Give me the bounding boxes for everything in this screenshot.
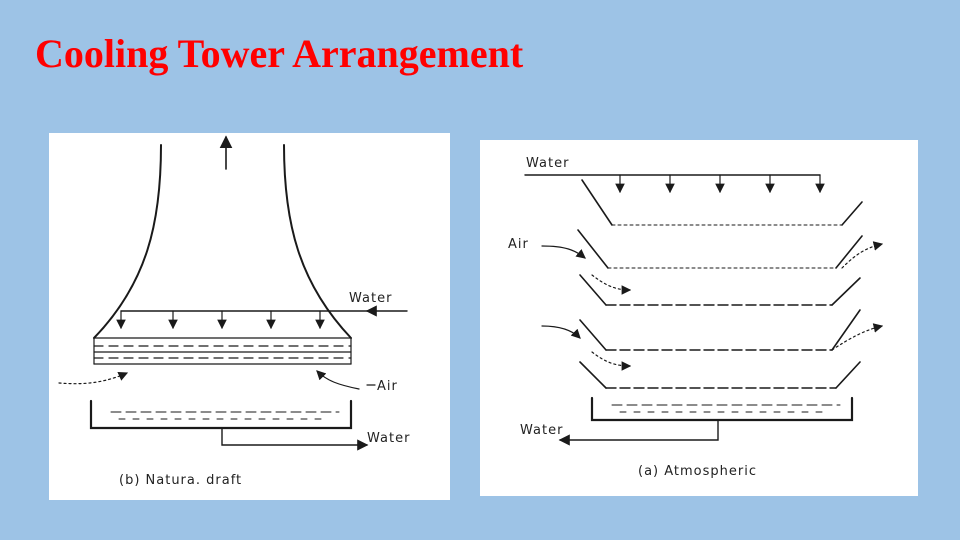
spray-arrows bbox=[116, 310, 325, 330]
spray-arrows bbox=[615, 174, 825, 194]
water-outlet-arrow bbox=[221, 427, 369, 451]
tower-shell-right bbox=[283, 144, 352, 339]
fill-packing bbox=[93, 337, 352, 365]
tower-shell-left bbox=[93, 144, 162, 339]
fill-decks bbox=[605, 224, 843, 389]
natural-draft-figure: Water Air Water (b) Natura. draft bbox=[58, 135, 410, 488]
natural-draft-diagram: Water Air Water (b) Natura. draft bbox=[49, 133, 450, 500]
water-outlet-arrow bbox=[558, 419, 719, 446]
water-outlet-label: Water bbox=[367, 431, 410, 446]
air-inlet-right bbox=[316, 370, 360, 390]
louvers bbox=[577, 179, 863, 389]
water-basin bbox=[590, 396, 854, 422]
atmospheric-figure: Water Air Water (a) Atmospheric bbox=[508, 156, 884, 479]
air-inlet-left bbox=[58, 371, 129, 385]
atmospheric-diagram: Water Air Water (a) Atmospheric bbox=[480, 140, 918, 496]
air-label: Air bbox=[377, 379, 398, 394]
atmospheric-caption: (a) Atmospheric bbox=[638, 464, 757, 479]
water-inlet-label: Water bbox=[526, 156, 569, 171]
air-label: Air bbox=[508, 237, 529, 252]
slide-title: Cooling Tower Arrangement bbox=[35, 31, 524, 76]
water-outlet-label: Water bbox=[520, 423, 563, 438]
air-flow-arrows bbox=[541, 241, 884, 371]
water-inlet-label: Water bbox=[349, 291, 392, 306]
basin-water-level bbox=[611, 404, 841, 413]
natural-draft-caption: (b) Natura. draft bbox=[119, 473, 242, 488]
water-basin bbox=[89, 399, 353, 430]
basin-water-level bbox=[110, 411, 340, 420]
